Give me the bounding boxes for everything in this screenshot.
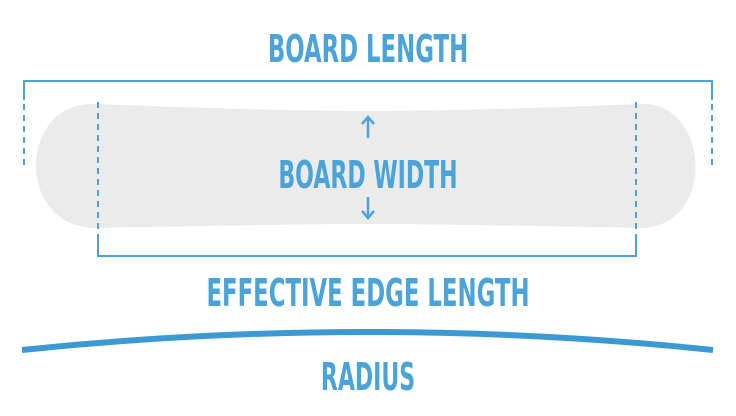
effective-edge-bracket: [97, 102, 637, 257]
board-length-bracket: [23, 80, 713, 168]
arrow-down-icon: [361, 197, 375, 220]
effective-edge-length-label: EFFECTIVE EDGE LENGTH: [206, 271, 530, 315]
radius-label: RADIUS: [320, 355, 416, 399]
board-width-label: BOARD WIDTH: [278, 153, 458, 197]
snowboard-shape: [35, 103, 696, 228]
radius-arc: [21, 329, 714, 353]
arrow-up-icon: [361, 115, 375, 138]
board-width-arrows: [361, 115, 375, 220]
board-length-label: BOARD LENGTH: [267, 27, 469, 71]
